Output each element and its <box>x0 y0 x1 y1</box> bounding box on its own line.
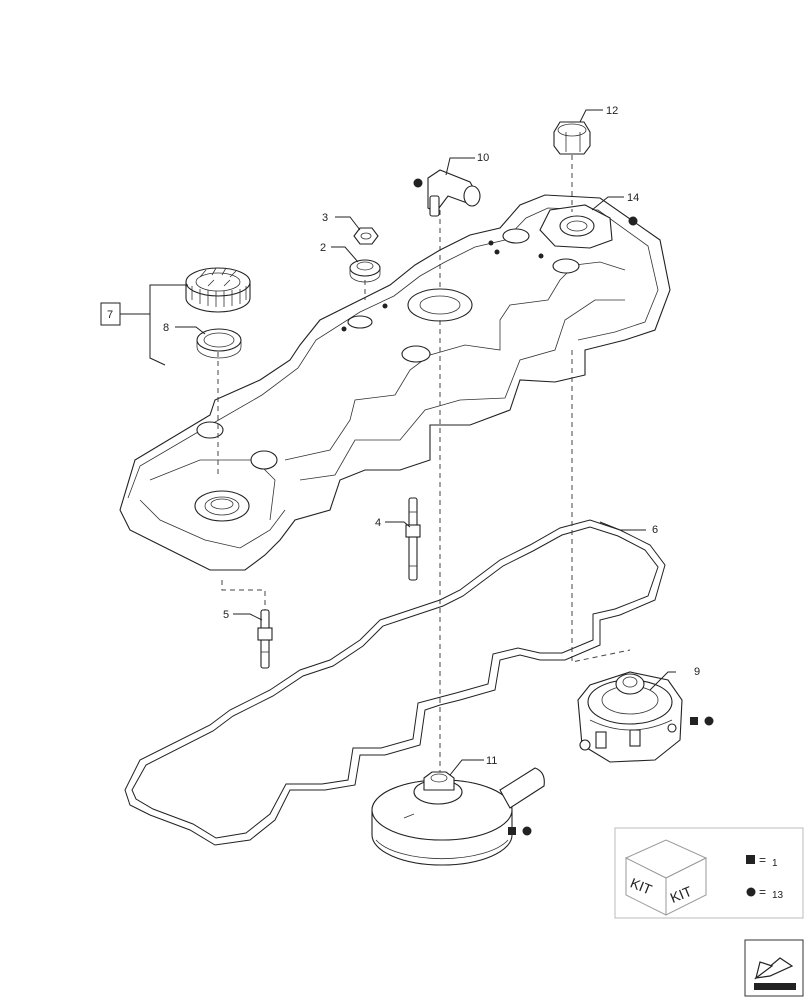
kit-circle-marker <box>413 178 423 188</box>
arrow-back-icon[interactable] <box>744 939 804 997</box>
stud-short <box>257 609 273 669</box>
nut <box>353 227 379 245</box>
valve-cover <box>119 194 671 571</box>
legend-square-count: 1 <box>772 858 778 869</box>
kit-cube-icon: KIT KIT <box>624 839 708 916</box>
kit-legend: KIT KIT = 1 = 13 <box>614 827 804 919</box>
callout-9: 9 <box>694 666 700 678</box>
kit-square-marker <box>508 827 516 835</box>
kit-circle-marker <box>704 716 714 726</box>
elbow-fitting <box>427 169 481 217</box>
callout-6: 6 <box>652 524 658 536</box>
legend-circle-equals: = <box>759 885 766 899</box>
kit-circle-marker <box>522 826 532 836</box>
kit-circle-marker <box>628 216 638 226</box>
callout-3: 3 <box>322 212 328 224</box>
callout-10: 10 <box>477 152 489 164</box>
kit-cube-text-left: KIT <box>628 875 655 898</box>
assembly-lines <box>217 155 631 772</box>
gasket <box>124 519 666 846</box>
callout-14: 14 <box>627 192 639 204</box>
oil-separator <box>371 767 545 866</box>
washer <box>349 259 381 283</box>
kit-markers <box>413 178 714 836</box>
legend-circle-symbol <box>746 887 756 897</box>
callout-11: 11 <box>486 755 497 767</box>
legend-circle-count: 13 <box>772 890 784 901</box>
breather-valve <box>577 671 683 763</box>
callout-7: 7 <box>107 309 113 321</box>
legend-square-equals: = <box>759 853 766 867</box>
kit-square-marker <box>690 717 698 725</box>
callout-12: 12 <box>606 105 618 117</box>
kit-cube-text-right: KIT <box>668 883 695 906</box>
cap-bolt <box>553 121 591 155</box>
oil-filler-cap <box>185 267 251 313</box>
callout-4: 4 <box>375 517 381 529</box>
callout-8: 8 <box>163 322 169 334</box>
stud-long <box>405 497 421 581</box>
legend-square-symbol <box>746 855 755 864</box>
filler-cap-seal <box>196 328 242 359</box>
callout-2: 2 <box>320 242 326 254</box>
callout-5: 5 <box>223 609 229 621</box>
group-bracket <box>149 284 188 366</box>
callout-7-box: 7 <box>100 302 121 326</box>
callout-labels: 2 3 4 5 6 8 9 10 11 12 14 <box>163 105 700 767</box>
leader-lines <box>175 109 676 776</box>
